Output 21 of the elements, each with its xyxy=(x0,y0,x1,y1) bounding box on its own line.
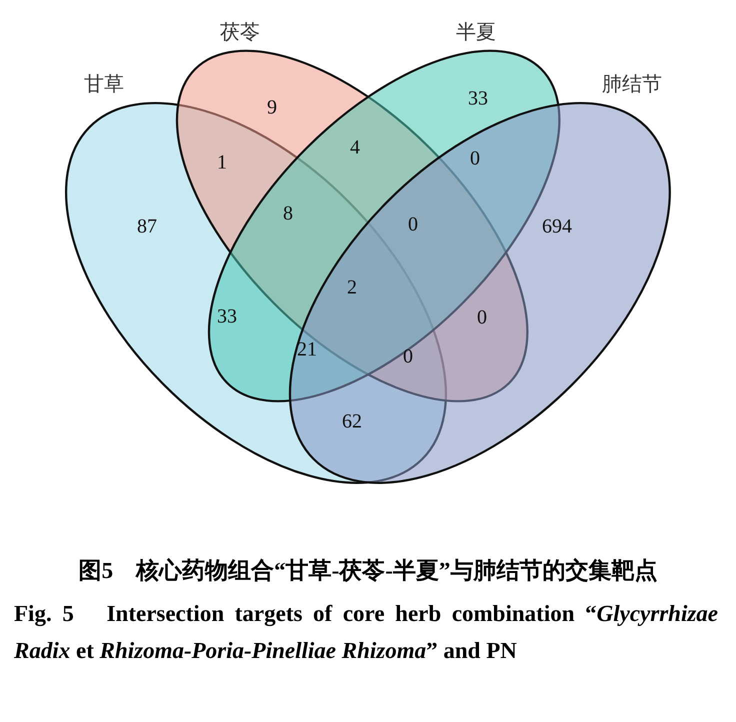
set-name: 半夏 xyxy=(456,20,496,46)
figure-caption: Fig. 5 Intersection targets of core herb combination “Glycyrrhizae Radix et Rhizoma-Poria-Pinelliae Rhizoma” and PN xyxy=(14,600,718,665)
region-count: 694 xyxy=(542,216,572,238)
region-count: 0 xyxy=(408,214,418,236)
region-count: 21 xyxy=(297,338,317,362)
region-count: 33 xyxy=(217,306,237,328)
region-count: 0 xyxy=(477,306,487,330)
set-name: 甘草 xyxy=(84,72,124,98)
region-count: 4 xyxy=(350,136,360,160)
region-count: 9 xyxy=(267,96,277,120)
region-count: 33 xyxy=(468,88,488,110)
region-count: 2 xyxy=(347,276,357,300)
region-count: 87 xyxy=(137,216,157,238)
region-count: 0 xyxy=(403,346,413,368)
set-name: 茯苓 xyxy=(220,20,260,46)
region-count: 1 xyxy=(217,152,227,174)
set-name: 肺结节 xyxy=(602,72,662,98)
region-count: 62 xyxy=(342,410,362,434)
figure-caption: 图5 核心药物组合“甘草-茯苓-半夏”与肺结节的交集靶点 xyxy=(78,557,658,585)
region-count: 8 xyxy=(283,202,293,226)
region-count: 0 xyxy=(470,148,480,170)
